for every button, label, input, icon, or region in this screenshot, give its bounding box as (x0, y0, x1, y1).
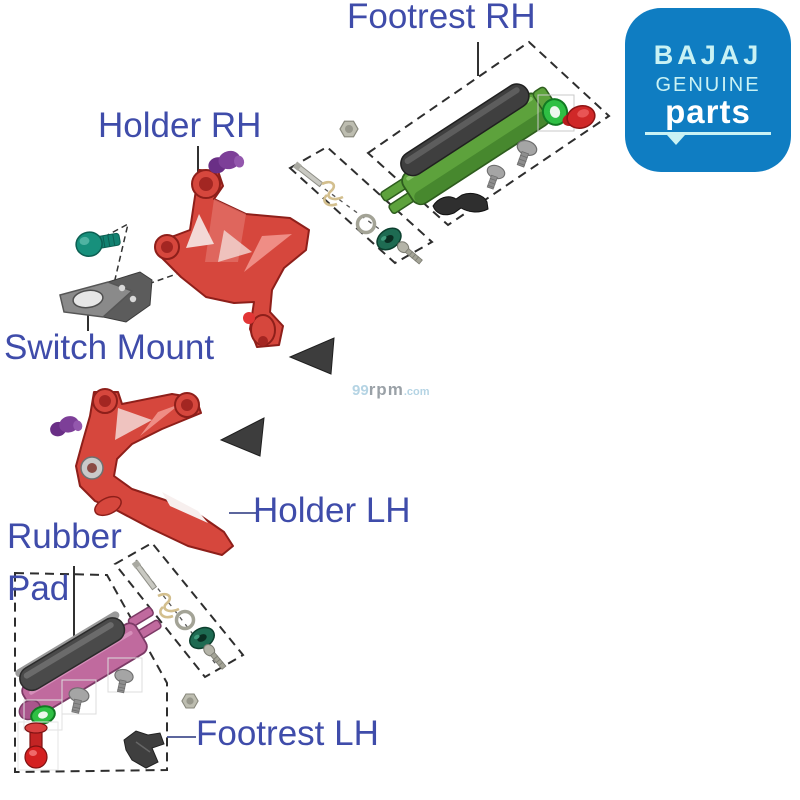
bolt-small-lh (203, 643, 227, 670)
spring-clip-lh (157, 592, 180, 619)
bajaj-genuine-parts-logo: BAJAJ GENUINE parts (625, 8, 791, 172)
grommet-rh (376, 227, 402, 251)
hex-nut-top (339, 120, 359, 138)
pin-rh (292, 161, 324, 188)
bolt-lh-2 (114, 668, 134, 694)
footrest-lh-dashed-box (14, 571, 168, 774)
arrow-triangle-lower (219, 417, 265, 457)
ring-lh (174, 609, 196, 631)
hardware-lh-dashed-box (113, 541, 245, 679)
bolt-rh-2 (486, 164, 506, 190)
footrest-lh-part (15, 606, 162, 721)
ring-rh (355, 213, 377, 235)
label-switch-mount: Switch Mount (4, 328, 215, 367)
logo-underline (645, 132, 771, 145)
watermark-rpm: rpm (368, 380, 404, 399)
oring-lh-part (30, 705, 56, 725)
holder-rh-part (154, 169, 310, 348)
hex-nut-bottom (181, 693, 199, 709)
red-rivet-lh (24, 722, 48, 769)
purple-bolt-lh (50, 416, 83, 437)
oring-rh-part (541, 98, 569, 126)
arrow-triangle-upper (288, 337, 335, 375)
footrest-rh-part (380, 83, 561, 214)
rivet-lh-highlight-box (17, 721, 59, 771)
label-footrest-rh: Footrest RH (347, 0, 536, 36)
switch-mount-dashed-connector (103, 222, 130, 289)
label-footrest-lh: Footrest LH (196, 714, 379, 753)
spring-clip-rh (321, 180, 344, 207)
teal-bolt (75, 231, 121, 257)
logo-brand-text: BAJAJ (653, 40, 763, 70)
grommet-lh (189, 626, 215, 650)
label-pad: Pad (7, 569, 70, 608)
switch-mount-part (59, 271, 153, 323)
label-holder-rh: Holder RH (98, 106, 262, 145)
clamp-lh-part (123, 730, 165, 769)
bolt-lh-1 (68, 687, 90, 714)
label-rubber: Rubber (7, 517, 122, 556)
logo-arrow-icon (667, 135, 685, 145)
pin-lh (131, 559, 158, 591)
watermark: 99rpm.com (352, 380, 430, 400)
bolt-small-rh (396, 241, 423, 265)
holder-lh-part (75, 388, 234, 556)
label-holder-lh: Holder LH (253, 491, 411, 530)
clamp-rh-part (432, 192, 489, 216)
red-cap-rh-part (562, 105, 596, 129)
footrest-rh-dashed-box (366, 40, 611, 227)
logo-genuine-text: GENUINE (655, 74, 761, 96)
watermark-num: 99 (352, 382, 369, 399)
bolt-lh-1-highlight-box (61, 679, 97, 715)
purple-bolt-rh (208, 150, 245, 174)
bolt-rh-1 (516, 139, 538, 168)
watermark-com: .com (403, 386, 430, 398)
bolt-lh-2-highlight-box (107, 657, 143, 693)
clamp-lh-detail (135, 741, 151, 753)
logo-parts-text: parts (665, 93, 751, 130)
